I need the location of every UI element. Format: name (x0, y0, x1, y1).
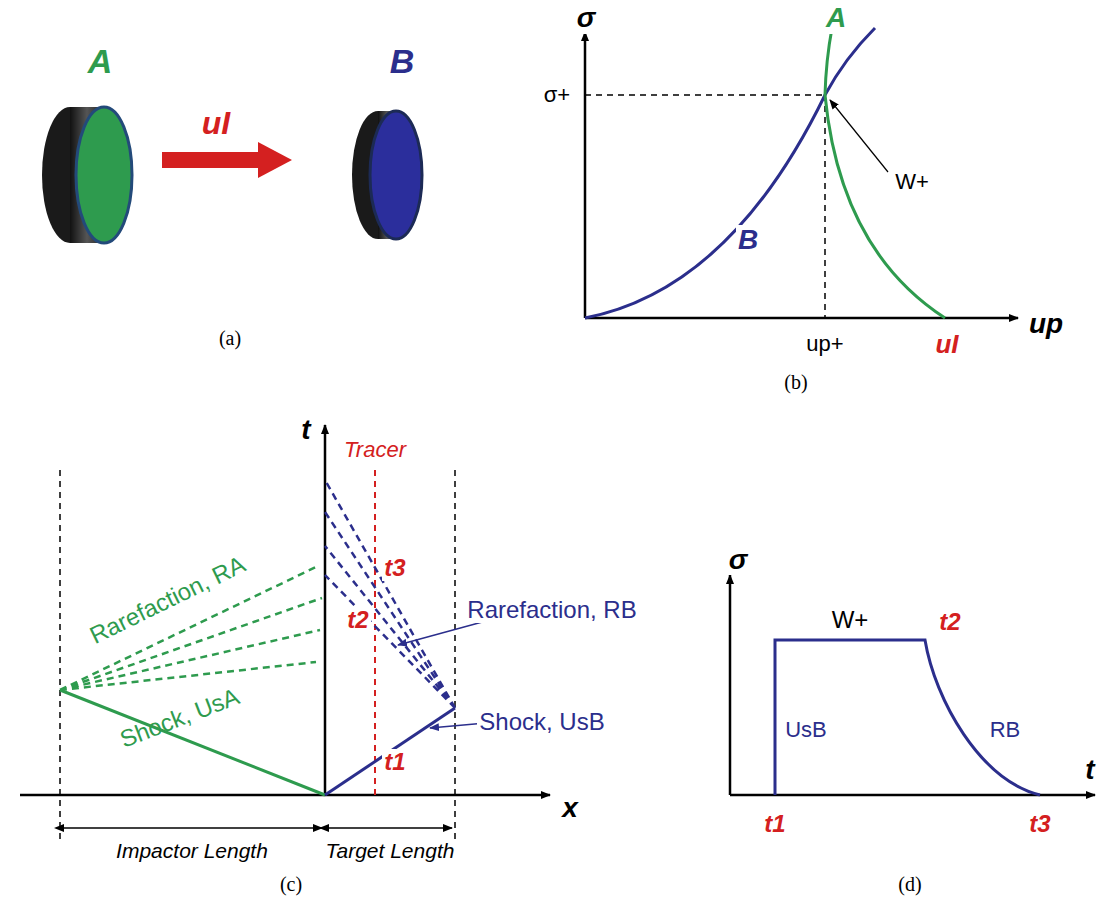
tracer-label: Tracer (342, 438, 408, 462)
velocity-label: uI (200, 106, 232, 141)
axis-label: σ (575, 3, 598, 34)
time-label: t1 (382, 749, 407, 775)
hugoniot-plot (585, 28, 1018, 318)
state-label: W+ (830, 607, 871, 633)
wave-label: UsB (783, 718, 829, 742)
wave-label: RB (988, 718, 1023, 742)
time-label: t3 (382, 555, 407, 581)
x-t-diagram (20, 425, 550, 840)
dimension-label: Target Length (324, 839, 457, 862)
time-label: t2 (937, 609, 962, 635)
axis-label: t (299, 415, 312, 446)
time-label: t1 (762, 811, 787, 837)
curve-label: A (824, 3, 848, 34)
panel-caption: (d) (896, 873, 923, 895)
target-disc (352, 111, 422, 239)
curve-label: B (736, 225, 760, 256)
velocity-arrowhead (258, 142, 292, 178)
velocity-label: uI (933, 330, 960, 359)
time-label: t2 (345, 607, 370, 633)
panel-caption: (a) (217, 327, 243, 349)
axis-label: up (1027, 309, 1065, 340)
stress-history (730, 575, 1095, 795)
axis-label: x (560, 793, 580, 824)
state-label: W+ (893, 170, 931, 194)
velocity-value: up+ (804, 332, 845, 356)
impactor-disc (42, 107, 132, 243)
panel-caption: (b) (782, 371, 809, 393)
stress-value: σ+ (542, 83, 572, 107)
dimension-label: Impactor Length (114, 839, 270, 862)
velocity-arrow (162, 152, 262, 168)
wave-label: Rarefaction, RA (84, 550, 251, 650)
panel-caption: (c) (278, 873, 304, 895)
time-label: t3 (1027, 811, 1052, 837)
wave-label: Rarefaction, RB (465, 597, 638, 623)
part-label: B (388, 43, 417, 80)
part-label: A (86, 43, 115, 80)
axis-label: σ (727, 545, 750, 576)
axis-label: t (1083, 755, 1096, 786)
wave-label: Shock, UsB (477, 709, 606, 735)
